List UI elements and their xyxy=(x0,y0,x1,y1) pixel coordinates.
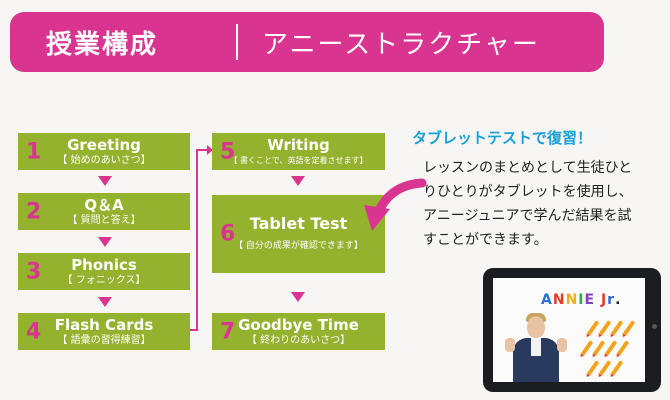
logo-letter: N xyxy=(552,292,566,308)
step-title: Phonics xyxy=(71,255,137,274)
step-number: 1 xyxy=(26,139,42,164)
down-arrow-icon xyxy=(291,292,305,302)
step-subtitle: 【 始めのあいさつ】 xyxy=(57,154,151,166)
header-subtitle: アニーストラクチャー xyxy=(262,29,540,60)
step-5-writing: 5 Writing 【 書くことで、英語を定着させます】 xyxy=(212,133,385,170)
down-arrow-icon xyxy=(98,237,112,247)
step-number: 7 xyxy=(220,319,236,344)
step-title: Flash Cards xyxy=(54,315,154,334)
step-number: 2 xyxy=(26,199,42,224)
step-subtitle: 【 書くことで、英語を定着させます】 xyxy=(229,155,368,165)
header-title: 授業構成 xyxy=(46,29,159,60)
logo-letter: N xyxy=(565,292,579,308)
callout-heading: タブレットテストで復習！ xyxy=(412,129,593,147)
step-6-tablet-test: 6 Tablet Test 【 自分の成果が確認できます】 xyxy=(212,195,385,273)
step-title: Tablet Test xyxy=(249,214,348,233)
pencil-icon xyxy=(616,340,630,356)
curved-arrow-icon xyxy=(364,178,427,231)
step-title: Greeting xyxy=(67,135,141,154)
step-subtitle: 【 自分の成果が確認できます】 xyxy=(234,241,363,251)
pencil-icon xyxy=(610,360,624,376)
step-number: 6 xyxy=(220,221,236,247)
header-banner: 授業構成 アニーストラクチャー xyxy=(10,12,604,72)
step-1-greeting: 1 Greeting 【 始めのあいさつ】 xyxy=(18,133,190,170)
tablet-screen: ANNIE Jr. xyxy=(493,278,645,382)
logo-letter: . xyxy=(615,292,622,308)
header-divider xyxy=(236,24,238,60)
step-title: Writing xyxy=(267,135,330,154)
logo-letter: A xyxy=(541,292,553,308)
step-number: 5 xyxy=(220,139,236,164)
step-number: 3 xyxy=(26,259,42,284)
step-subtitle: 【 フォニックス】 xyxy=(62,274,146,286)
step-subtitle: 【 終わりのあいさつ】 xyxy=(246,334,351,346)
down-arrow-icon xyxy=(98,297,112,307)
down-arrow-icon xyxy=(98,176,112,186)
step-title: Q＆A xyxy=(84,195,124,214)
annie-jr-logo: ANNIE Jr. xyxy=(541,292,621,308)
step-title: Goodbye Time xyxy=(238,315,359,334)
step-7-goodbye-time: 7 Goodbye Time 【 終わりのあいさつ】 xyxy=(212,313,385,350)
logo-letter: E xyxy=(584,292,596,308)
pencil-icon xyxy=(622,320,636,336)
tablet-home-button xyxy=(652,324,657,329)
step-2-qa: 2 Q＆A 【 質問と答え】 xyxy=(18,193,190,230)
tablet-image: ANNIE Jr. xyxy=(483,268,661,392)
step-4-flash-cards: 4 Flash Cards 【 語彙の習得練習】 xyxy=(18,313,190,350)
step-3-phonics: 3 Phonics 【 フォニックス】 xyxy=(18,253,190,290)
hand-icon xyxy=(505,338,515,352)
logo-letter: J xyxy=(600,292,608,308)
step-subtitle: 【 語彙の習得練習】 xyxy=(57,334,151,346)
logo-letter: I xyxy=(578,292,585,308)
down-arrow-icon xyxy=(291,176,305,186)
connector-arrow-icon xyxy=(190,145,213,331)
hand-icon xyxy=(557,338,567,352)
step-subtitle: 【 質問と答え】 xyxy=(67,214,141,226)
step-number: 4 xyxy=(26,319,42,344)
callout-body: レッスンのまとめとして生徒ひとりひとりがタブレットを使用し、アニージュニアで学ん… xyxy=(423,160,633,248)
logo-letter: r xyxy=(607,292,616,308)
